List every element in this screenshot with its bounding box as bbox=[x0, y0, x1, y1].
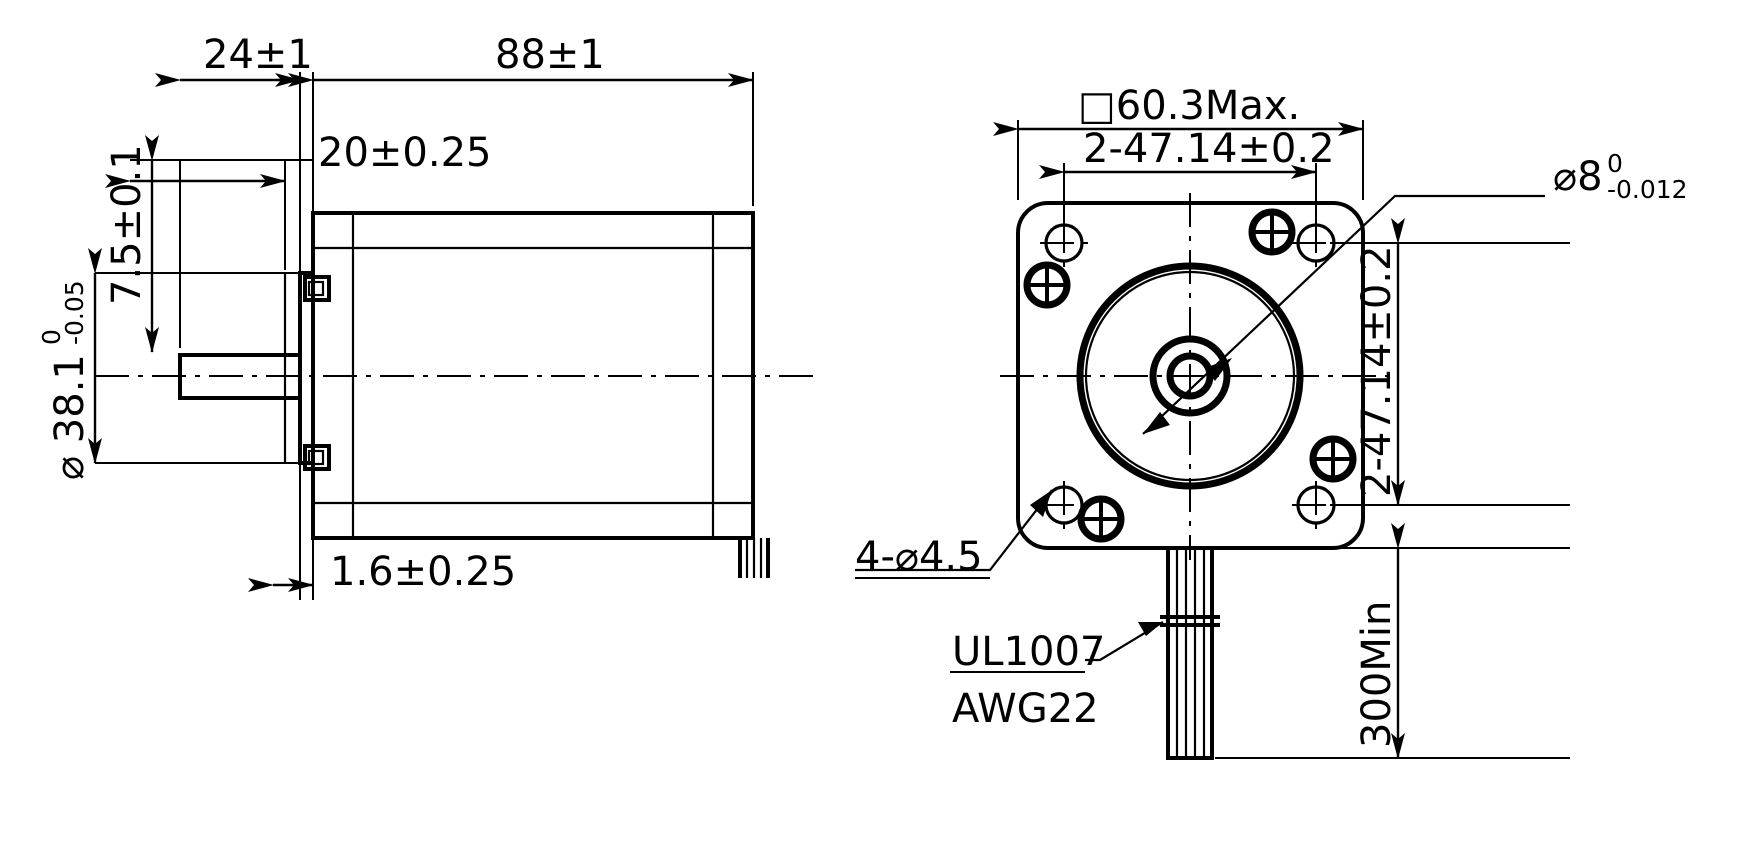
dim-plate-1p6: 1.6±0.25 bbox=[248, 549, 516, 595]
cable-bundle bbox=[1160, 546, 1220, 760]
dim-label-38p1-lower-tol: -0.05 bbox=[60, 280, 89, 345]
callout-mounting-holes: 4-⌀4.5 bbox=[855, 489, 1053, 580]
dim-label-shaft-upper-tol: 0 bbox=[1607, 149, 1623, 178]
dim-bolt-circle-horizontal: 2-47.14±0.2 bbox=[1039, 126, 1335, 179]
dim-pilot-height-7p5: 7.5±0.1 bbox=[104, 135, 159, 353]
dim-label-20: 20±0.25 bbox=[318, 130, 491, 176]
label-wire-awg22: AWG22 bbox=[952, 686, 1099, 732]
dim-body-88: 88±1 bbox=[288, 32, 754, 87]
threaded-hole-lower-right bbox=[1309, 435, 1357, 483]
threaded-hole-lower-left bbox=[1077, 495, 1125, 543]
dim-label-bolt-horizontal: 2-47.14±0.2 bbox=[1083, 126, 1335, 172]
dim-bolt-circle-vertical: 2-47.14±0.2 bbox=[1354, 218, 1405, 506]
dim-shaft-20: 20±0.25 bbox=[105, 130, 491, 188]
dim-pilot-diameter-38p1: ⌀ 38.1 0 -0.05 bbox=[37, 248, 102, 480]
dim-label-shaft-dia: ⌀8 bbox=[1553, 154, 1603, 200]
dim-label-bolt-vertical: 2-47.14±0.2 bbox=[1354, 245, 1400, 497]
dim-label-24: 24±1 bbox=[203, 32, 313, 78]
side-view-lead-wires bbox=[738, 538, 770, 578]
front-view-group: □60.3Max. 2-47.14±0.2 2-47.14±0.2 300Min… bbox=[855, 83, 1688, 760]
callout-wire-spec: UL1007 AWG22 bbox=[950, 621, 1164, 732]
dim-label-88: 88±1 bbox=[495, 32, 605, 78]
label-wire-ul1007: UL1007 bbox=[952, 629, 1105, 675]
dim-lead-length-300: 300Min bbox=[1354, 523, 1405, 759]
dim-label-1p6: 1.6±0.25 bbox=[330, 549, 516, 595]
flange-mounting-tabs bbox=[303, 275, 331, 471]
dim-label-38p1: ⌀ 38.1 bbox=[47, 354, 93, 480]
side-view-extension-lines bbox=[95, 72, 754, 600]
dim-label-38p1-upper-tol: 0 bbox=[37, 329, 66, 345]
dim-label-60p3: □60.3Max. bbox=[1078, 83, 1300, 129]
dim-label-7p5: 7.5±0.1 bbox=[104, 144, 150, 305]
threaded-hole-upper-left bbox=[1023, 261, 1071, 309]
callout-shaft-diameter: ⌀8 0 -0.012 bbox=[1142, 149, 1688, 435]
dim-label-300min: 300Min bbox=[1354, 601, 1400, 748]
dim-flange-24: 24±1 bbox=[155, 32, 313, 87]
side-view-group: 24±1 88±1 20±0.25 7.5±0.1 ⌀ 38.1 0 -0.05… bbox=[37, 32, 815, 600]
dim-label-4-dia4p5: 4-⌀4.5 bbox=[855, 534, 983, 580]
dim-square-60p3: □60.3Max. bbox=[993, 83, 1364, 136]
threaded-holes-group bbox=[1023, 208, 1357, 543]
threaded-hole-upper-right bbox=[1248, 208, 1296, 256]
dim-label-shaft-lower-tol: -0.012 bbox=[1607, 175, 1688, 204]
